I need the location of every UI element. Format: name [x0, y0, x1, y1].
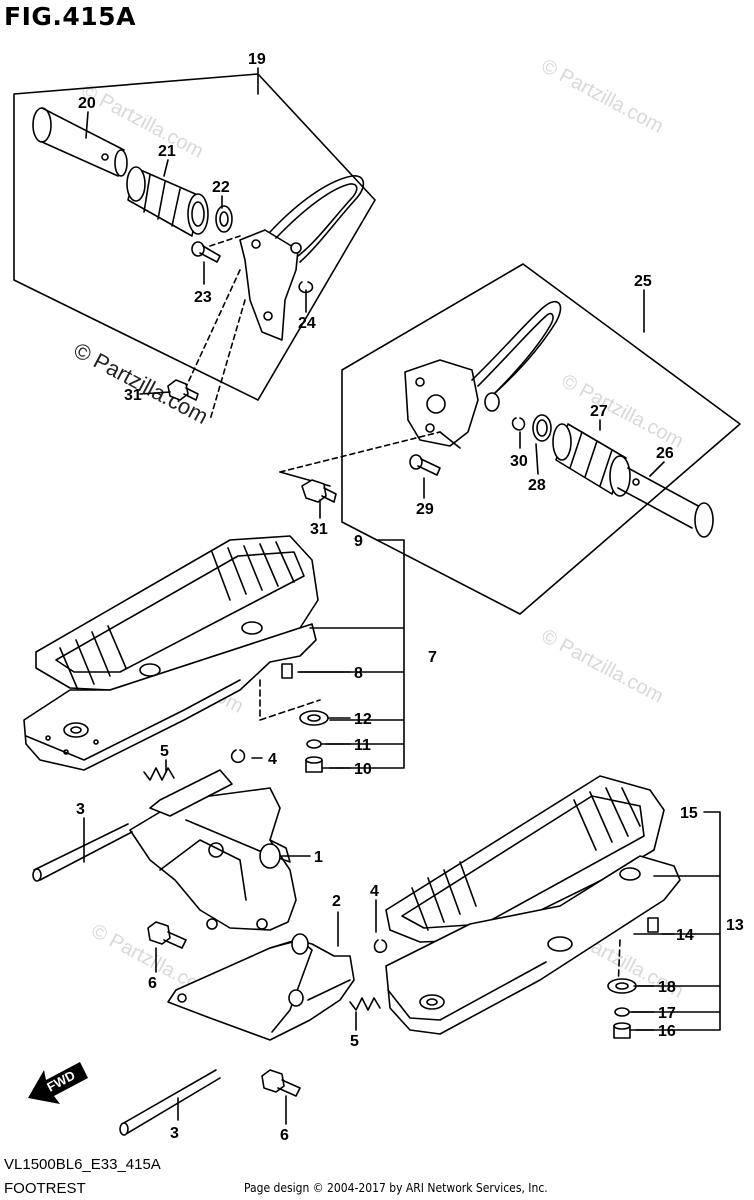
part-14-screw	[647, 917, 659, 933]
callout-4: 4	[268, 751, 277, 768]
part-7-floorboard-plate	[23, 621, 317, 771]
callout-17: 17	[658, 1005, 676, 1022]
callout-3: 3	[170, 1125, 179, 1142]
watermark-text: © Partzilla.com	[70, 337, 213, 429]
callout-7: 7	[428, 649, 437, 666]
callout-9: 9	[354, 533, 363, 550]
callout-21: 21	[158, 143, 176, 160]
callout-1: 1	[314, 849, 323, 866]
section-name: FOOTREST	[4, 1180, 86, 1197]
callout-29: 29	[416, 501, 434, 518]
part-9-floorboard-rubber	[35, 535, 319, 691]
part-3-pin-lower	[119, 1069, 221, 1136]
callout-6: 6	[148, 975, 157, 992]
part-29-pin	[409, 454, 441, 476]
watermark-text: © Partzilla.com	[538, 625, 667, 708]
callout-5: 5	[160, 743, 169, 760]
callout-19: 19	[248, 51, 266, 68]
part-17-washer	[614, 1007, 630, 1017]
callout-18: 18	[658, 979, 676, 996]
callout-8: 8	[354, 665, 363, 682]
part-3-pin-upper	[32, 823, 133, 882]
part-2-floorboard-bracket	[167, 933, 355, 1041]
callout-30: 30	[510, 453, 528, 470]
callout-27: 27	[590, 403, 608, 420]
callout-5: 5	[350, 1033, 359, 1050]
part-18-washer	[607, 978, 637, 994]
part-21-peg-rubber	[126, 166, 209, 237]
part-25-footrest-bracket	[404, 300, 562, 447]
part-20-peg-shaft	[32, 107, 128, 177]
footrest-assembly-25-box	[341, 263, 741, 615]
part-19-footrest-bracket	[239, 175, 365, 341]
callout-14: 14	[676, 927, 694, 944]
part-24-clip	[298, 281, 314, 294]
part-27-peg-rubber	[552, 423, 631, 497]
callout-2: 2	[332, 893, 341, 910]
callout-31: 31	[124, 387, 142, 404]
callout-10: 10	[354, 761, 372, 778]
part-4-clip-upper	[230, 749, 246, 764]
part-26-peg-shaft	[617, 467, 714, 538]
part-11-washer	[306, 739, 322, 749]
callout-13: 13	[726, 917, 744, 934]
part-31-bolt-lower	[301, 479, 337, 503]
part-8-screw	[281, 663, 293, 679]
part-6-bolt-lower	[261, 1069, 301, 1097]
callout-20: 20	[78, 95, 96, 112]
part-6-bolt-upper	[147, 921, 187, 949]
callout-26: 26	[656, 445, 674, 462]
callout-23: 23	[194, 289, 212, 306]
callout-6: 6	[280, 1127, 289, 1144]
callout-15: 15	[680, 805, 698, 822]
callout-22: 22	[212, 179, 230, 196]
callout-12: 12	[354, 711, 372, 728]
part-12-washer	[299, 710, 329, 726]
part-1-floorboard-bracket	[129, 769, 297, 931]
model-code: VL1500BL6_E33_415A	[4, 1156, 161, 1173]
part-31-bolt-upper	[167, 379, 199, 401]
callout-11: 11	[354, 737, 371, 754]
part-30-clip	[511, 417, 526, 431]
callout-31: 31	[310, 521, 328, 538]
part-15-floorboard-rubber	[385, 775, 665, 943]
footrest-assembly-19-box	[13, 73, 376, 401]
part-16-nut	[613, 1022, 631, 1039]
part-10-nut	[305, 756, 323, 773]
part-13-floorboard-plate	[385, 855, 681, 1035]
callout-3: 3	[76, 801, 85, 818]
callout-24: 24	[298, 315, 316, 332]
fwd-direction-arrow: FWD	[28, 1062, 88, 1104]
callout-4: 4	[370, 883, 379, 900]
part-22-washer	[215, 205, 233, 233]
part-4-clip-lower	[373, 939, 388, 954]
figure-title: FIG.415A	[4, 2, 136, 31]
part-23-pin	[191, 241, 221, 263]
callout-25: 25	[634, 273, 652, 290]
callout-16: 16	[658, 1023, 676, 1040]
part-5-spring-upper	[143, 767, 175, 781]
part-28-washer	[532, 414, 552, 442]
callout-28: 28	[528, 477, 546, 494]
part-5-spring-lower	[349, 997, 381, 1011]
copyright-credit: Page design © 2004-2017 by ARI Network S…	[244, 1181, 548, 1195]
watermark-text: © Partzilla.com	[538, 55, 667, 138]
watermark-text: © Partzilla.com	[78, 80, 207, 163]
